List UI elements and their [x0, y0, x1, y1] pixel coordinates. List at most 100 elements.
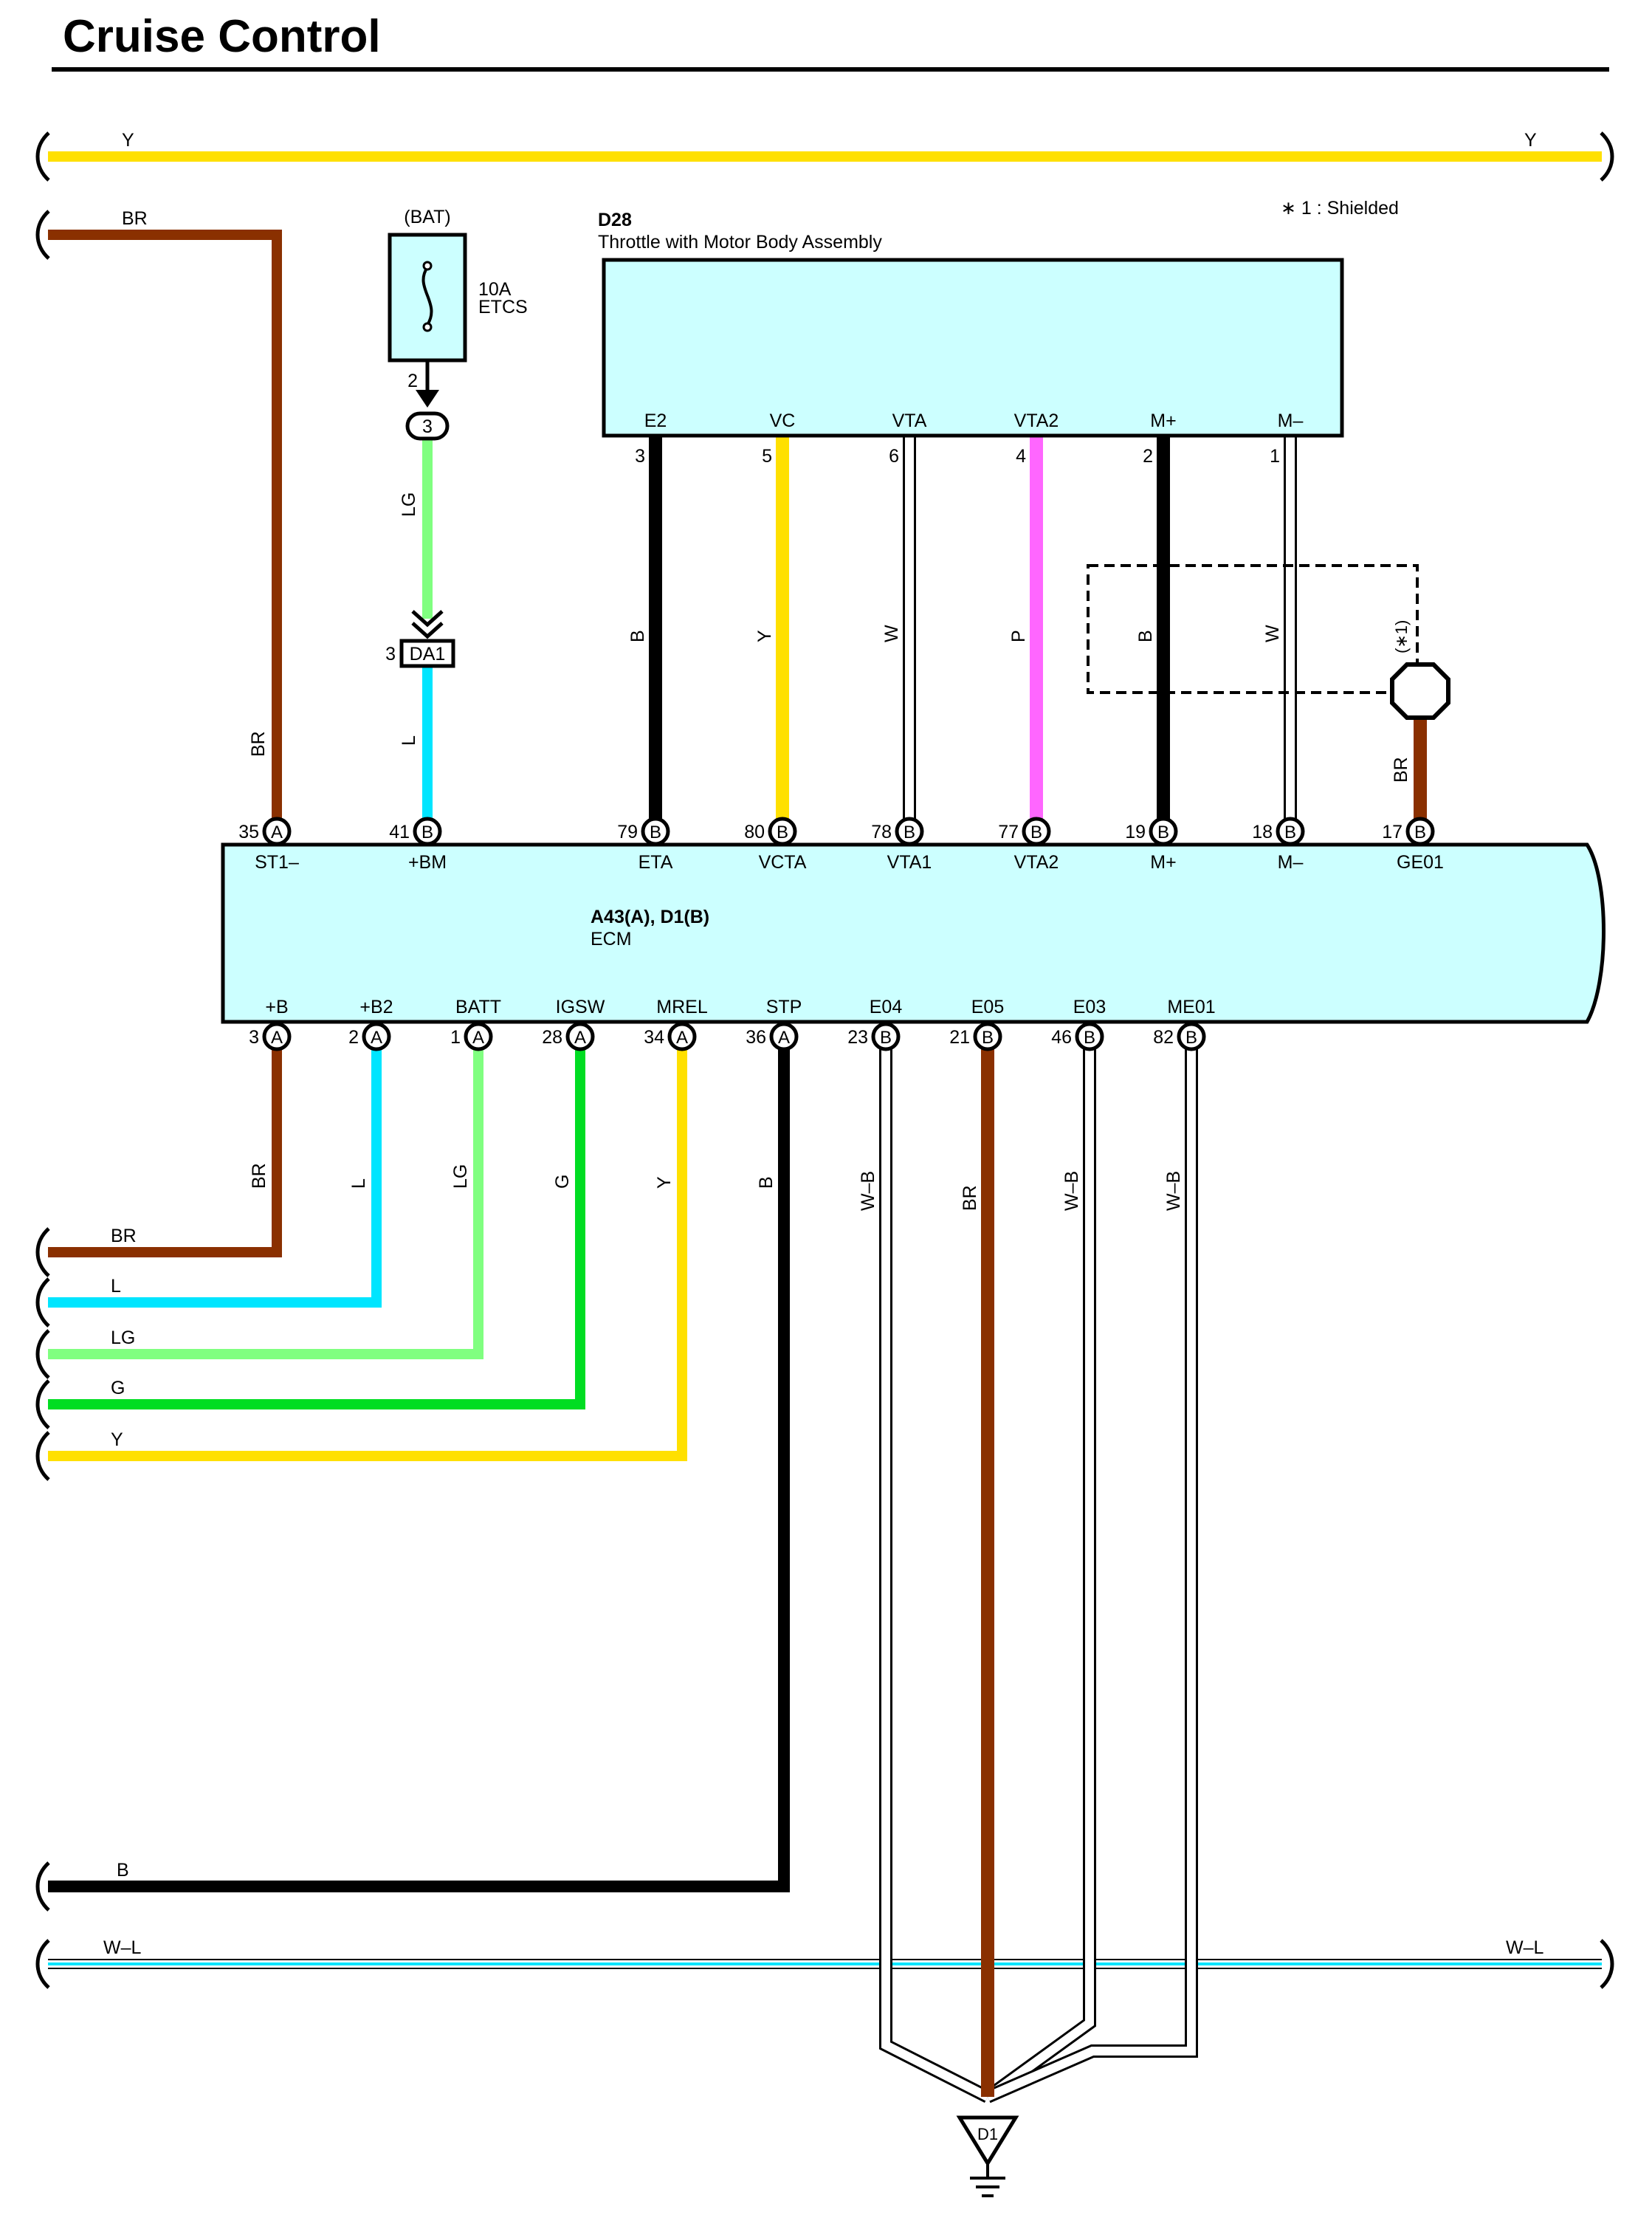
wire-label-bottom-3: G — [111, 1378, 125, 1398]
ecm-top-terminal-0: ST1– — [255, 852, 299, 873]
shielded-note: ∗ 1 : Shielded — [1281, 198, 1399, 219]
ecm-bottom-pin-7-conn: B — [982, 1028, 994, 1048]
ecm-top-terminal-6: M+ — [1150, 852, 1176, 873]
wire-bottom-1 — [48, 1037, 382, 1308]
wire-bottom-0 — [48, 1037, 282, 1257]
junction-3 — [405, 411, 450, 441]
ecm-bottom-terminal-7: E05 — [971, 997, 1004, 1017]
wire-label-bottom-2: LG — [111, 1328, 135, 1348]
throttle-terminal-4: M+ — [1150, 411, 1176, 431]
wire-label-br-vertical: BR — [248, 731, 269, 757]
throttle-terminal-1: VC — [770, 411, 796, 431]
connector-da1-pin: 3 — [385, 644, 396, 664]
ecm-top-pin-7-conn: B — [1284, 823, 1296, 842]
wire-label-l-da1: L — [399, 735, 419, 746]
ecm-top-pin-0 — [262, 817, 292, 846]
ecm-top-terminal-2: ETA — [639, 852, 673, 873]
wire-e03-core — [985, 1037, 1094, 2101]
shield-dashed-box — [1087, 564, 1419, 694]
components-layer — [35, 131, 1614, 2197]
ecm-bottom-pin-8-conn: B — [1084, 1028, 1095, 1048]
wire-break-top-y-left — [35, 131, 50, 182]
ecm-bottom-pin-2-conn: A — [472, 1028, 484, 1048]
ecm-top-pin-0-number: 35 — [238, 822, 259, 842]
wire-label-ecm-0: BR — [249, 1163, 269, 1189]
ecm-top-pin-5-number: 77 — [998, 822, 1019, 842]
ecm-top-pin-6 — [1149, 817, 1178, 846]
ecm-bottom-terminal-6: E04 — [870, 997, 903, 1017]
ecm-top-pin-1 — [413, 817, 442, 846]
ecm-top-pin-0-conn: A — [271, 823, 283, 842]
ecm-code-label: A43(A), D1(B) — [591, 907, 709, 927]
wire-label-br-top: BR — [122, 208, 148, 229]
wire-br-st1 — [48, 230, 282, 831]
ecm-bottom-pin-2-number: 1 — [450, 1027, 461, 1048]
ecm-top-terminal-3: VCTA — [759, 852, 807, 873]
throttle-terminal-3: VTA2 — [1014, 411, 1059, 431]
throttle-name-label: Throttle with Motor Body Assembly — [598, 232, 882, 253]
wire-label-br-ge01: BR — [1391, 757, 1411, 783]
ecm-bottom-pin-9 — [1177, 1022, 1206, 1051]
throttle-pin-4: 2 — [1143, 446, 1153, 467]
wire-label-lg-fuse: LG — [399, 492, 419, 517]
ecm-bottom-pin-1-conn: A — [371, 1028, 382, 1048]
ecm-bottom-pin-4-number: 34 — [644, 1027, 664, 1048]
wire-me01-core — [985, 1037, 1196, 2101]
wire-break-bottom-0 — [35, 1227, 50, 1277]
ecm-bottom-terminal-0: +B — [265, 997, 288, 1017]
throttle-pin-0: 3 — [635, 446, 645, 467]
ecm-top-pin-6-number: 19 — [1125, 822, 1146, 842]
ecm-top-pin-5 — [1022, 817, 1051, 846]
ecm-top-pin-4-number: 78 — [871, 822, 892, 842]
ground-label: D1 — [977, 2125, 998, 2143]
ecm-top-pin-2 — [641, 817, 670, 846]
ecm-top-terminal-5: VTA2 — [1014, 852, 1059, 873]
wire-label-ecm-4: Y — [654, 1176, 675, 1189]
throttle-code-label: D28 — [598, 210, 632, 230]
ecm-top-terminal-7: M– — [1278, 852, 1304, 873]
wire-label-wl-right: W–L — [1506, 1937, 1544, 1958]
ecm-bottom-pin-0 — [262, 1022, 292, 1051]
fuse-source-label: (BAT) — [404, 207, 450, 227]
fuse-pin-label: 2 — [407, 371, 418, 391]
ecm-bottom-pin-1 — [362, 1022, 391, 1051]
wire-label-ecm-8: W–B — [1061, 1171, 1082, 1211]
wire-label-ecm-6: W–B — [858, 1171, 878, 1211]
ecm-bottom-pin-0-conn: A — [271, 1028, 283, 1048]
wire-label-throttle-3: P — [1008, 630, 1029, 642]
throttle-terminal-5: M– — [1278, 411, 1304, 431]
wire-bottom-2 — [48, 1037, 483, 1359]
wire-break-wl-left — [35, 1939, 50, 1989]
fuse-element — [421, 266, 433, 326]
wires-layer — [48, 151, 1602, 2104]
da1-chevrons — [411, 610, 444, 639]
wire-break-b-stp — [35, 1861, 50, 1912]
ecm-bottom-pin-5-conn: A — [778, 1028, 790, 1048]
ground-earth — [970, 2163, 1005, 2197]
throttle-pin-2: 6 — [889, 446, 899, 467]
ecm-bottom-pin-6-conn: B — [880, 1028, 892, 1048]
wire-label-wl-left: W–L — [103, 1937, 142, 1958]
ecm-bottom-terminal-2: BATT — [455, 997, 501, 1017]
ecm-box — [221, 842, 1605, 1024]
ecm-bottom-terminal-5: STP — [766, 997, 802, 1017]
ecm-bottom-terminal-3: IGSW — [556, 997, 605, 1017]
wire-label-top-y-left: Y — [122, 130, 134, 151]
ecm-bottom-terminal-1: +B2 — [359, 997, 393, 1017]
fuse-name-label: ETCS — [478, 297, 528, 317]
shield-label: (∗1) — [1392, 620, 1411, 653]
wire-label-throttle-1: Y — [754, 630, 775, 642]
ecm-bottom-pin-0-number: 3 — [249, 1027, 259, 1048]
wire-label-stp: B — [756, 1176, 777, 1189]
wire-b-stp — [48, 1037, 790, 1892]
ecm-bottom-pin-6-number: 23 — [847, 1027, 868, 1048]
ecm-top-pin-2-conn: B — [650, 823, 661, 842]
wire-label-throttle-5: W — [1262, 625, 1283, 642]
ecm-bottom-pin-5 — [769, 1022, 799, 1051]
throttle-pin-5: 1 — [1270, 446, 1280, 467]
wire-label-ecm-2: LG — [450, 1164, 471, 1189]
fuse-terminal-top — [422, 261, 433, 271]
ecm-top-pin-7-number: 18 — [1252, 822, 1273, 842]
ecm-top-terminal-4: VTA1 — [887, 852, 932, 873]
